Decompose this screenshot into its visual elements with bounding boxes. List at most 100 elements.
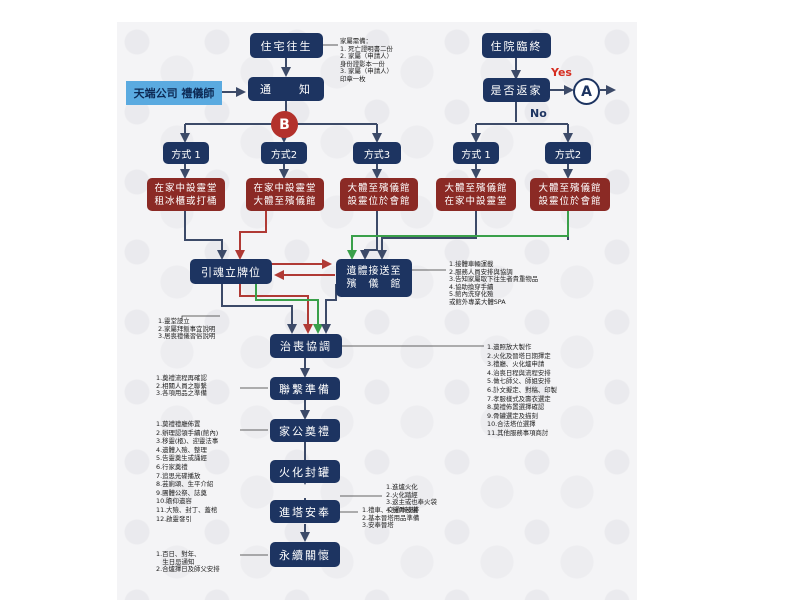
note-line: 3.各項用品之準備: [156, 389, 207, 398]
note-line: 1.禮車、交通車安排: [362, 506, 420, 514]
note-line: 1. 死亡證明書二份: [340, 44, 393, 53]
note-line: 2.辦理認領手續(館內): [156, 428, 219, 437]
contact-prep-node: 聯繫準備: [270, 377, 340, 400]
note-line: 2. 家屬（申請人）: [340, 52, 393, 61]
arrow-tablet-to-consult-dark: [221, 284, 297, 334]
arrow-opt5-to-transport-green: [347, 211, 569, 260]
note-line: 3.返主或也奉火袋: [386, 498, 437, 507]
note-line: 3.安奉晉塔: [362, 521, 394, 530]
option-4-line-1: 大體至殯儀館: [444, 182, 508, 194]
method-2-left: 方式2: [261, 142, 307, 164]
note-line: 1.接體車輛運載: [449, 260, 494, 268]
a-marker: A: [573, 78, 600, 105]
arrow-opt2-to-tablet-red: [235, 211, 267, 260]
note-line: 2.合爐擇日及師父安排: [156, 565, 220, 574]
notify-node: 通 知: [248, 77, 324, 101]
b-marker: B: [271, 111, 298, 138]
yes-label: Yes: [551, 66, 572, 79]
arrow-opt3-to-transport: [360, 211, 378, 260]
option-4-box: 大體至殯儀館 在家中設靈堂: [436, 178, 516, 211]
note-line: 10.合法塔位選擇: [487, 420, 536, 429]
arrow-transport-to-consult-dark: [321, 284, 337, 334]
note-line: 印章一枚: [340, 74, 366, 83]
transport-line-2: 殯 儀 館: [346, 279, 402, 290]
option-2-box: 在家中設靈堂 大體至殯儀館: [246, 178, 324, 211]
consult-node: 治喪協調: [270, 334, 342, 358]
method-3-left: 方式3: [353, 142, 401, 164]
no-label: No: [530, 107, 547, 120]
note-line: 5.告靈奠生或誦經: [156, 454, 207, 463]
note-line: 2.相關人員之聯繫: [156, 381, 207, 390]
note-line: 12.啟靈發引: [156, 514, 192, 523]
note-line: 5.館內洗穿化殮: [449, 290, 494, 299]
memorial-node: 永續關懷: [270, 542, 340, 567]
spirit-tablet-node: 引魂立牌位: [190, 259, 272, 284]
arrow-tablet-to-consult-red: [239, 284, 313, 334]
note-line: 3. 家屬（申請人）: [340, 67, 393, 76]
note-line: 9.骨罐選定及描刻: [487, 411, 538, 420]
note-line: 6.行家奠禮: [156, 462, 188, 471]
note-line: 1.奠禮流程再確認: [156, 374, 207, 382]
option-2-line-1: 在家中設靈堂: [253, 182, 317, 194]
note-line: 2.火化及晉塔日期擇定: [487, 351, 551, 360]
company-label-box: 天端公司 禮儀師: [126, 81, 222, 105]
patterned-background: [117, 22, 637, 600]
note-line: 或館外專業大體SPA: [449, 297, 506, 306]
note-line: 身份證影本一份: [340, 59, 385, 68]
option-4-line-2: 在家中設靈堂: [444, 195, 508, 207]
note-line: 2.家屬拜飯事宜說明: [158, 324, 216, 333]
note-line: 9.團體公祭、誌奠: [156, 488, 207, 497]
arrow-opt1-to-tablet: [184, 211, 227, 260]
transport-line-1: 遺體接送至: [346, 266, 402, 277]
option-1-box: 在家中設靈堂 租冰櫃或打桶: [147, 178, 225, 211]
note-line: 11.其他服務事項商討: [487, 428, 549, 437]
option-3-line-1: 大體至殯儀館: [347, 182, 411, 194]
note-line: 1.遺照放大製作: [487, 343, 532, 351]
note-line: 1.莫禮禮廳佈置: [156, 420, 201, 428]
note-line: 3.告知家屬取下往生者貴重物品: [449, 275, 539, 284]
arrow-tablet-to-consult-green: [255, 284, 323, 334]
note-line: 3.居喪禮儀習俗說明: [158, 332, 216, 341]
leader-tablet-notes: [181, 315, 220, 321]
note-line: 7.追思光碟播放: [156, 471, 201, 480]
note-line: 4.協助換穿手續: [449, 282, 494, 291]
note-line: 8.莫禮佈置選擇確認: [487, 403, 545, 412]
note-line: 2.基本晉塔用品準備: [362, 513, 420, 522]
bracket-right-methods: [475, 101, 569, 140]
option-1-line-1: 在家中設靈堂: [154, 182, 218, 194]
option-5-box: 大體至殯儀館 設靈位於會館: [530, 178, 610, 211]
note-line: 7.孝服樣式及壽衣選定: [487, 394, 551, 403]
note-line: 10.瞻仰遺容: [156, 497, 192, 506]
note-line: 1.百日、對年、: [156, 550, 201, 558]
note-line: 3.禮廳、火化爐申請: [487, 360, 545, 369]
note-line: 2.服務人員安排與協調: [449, 267, 513, 276]
note-line: 1.靈堂設立: [158, 317, 190, 325]
note-line: 6.訃文擬定、對稿、印製: [487, 385, 558, 394]
note-line: 8.芸廁頌、生平介紹: [156, 480, 214, 489]
method-1-left: 方式 1: [163, 142, 209, 164]
option-2-line-2: 大體至殯儀館: [253, 195, 317, 207]
note-line: 4.撿骨封罐: [386, 505, 418, 514]
note-line: 5.做七師父、師姐安排: [487, 377, 551, 386]
method-2-right: 方式2: [545, 142, 591, 164]
option-1-line-2: 租冰櫃或打桶: [154, 195, 218, 207]
arrow-opt4-to-transport: [377, 211, 477, 260]
note-line: 生日忌通知: [156, 557, 195, 566]
note-line: 4.遺體入殮、整理: [156, 445, 207, 454]
go-home-question-node: 是否返家: [483, 78, 550, 102]
note-line: 家屬需備：: [340, 37, 372, 45]
note-line: 4.治喪日程與流程安排: [487, 368, 551, 377]
option-5-line-1: 大體至殯儀館: [538, 182, 602, 194]
family-rite-node: 家公奠禮: [270, 419, 340, 442]
note-line: 3.移靈(柩)、迎靈法事: [156, 437, 219, 446]
method-1-right: 方式 1: [453, 142, 499, 164]
